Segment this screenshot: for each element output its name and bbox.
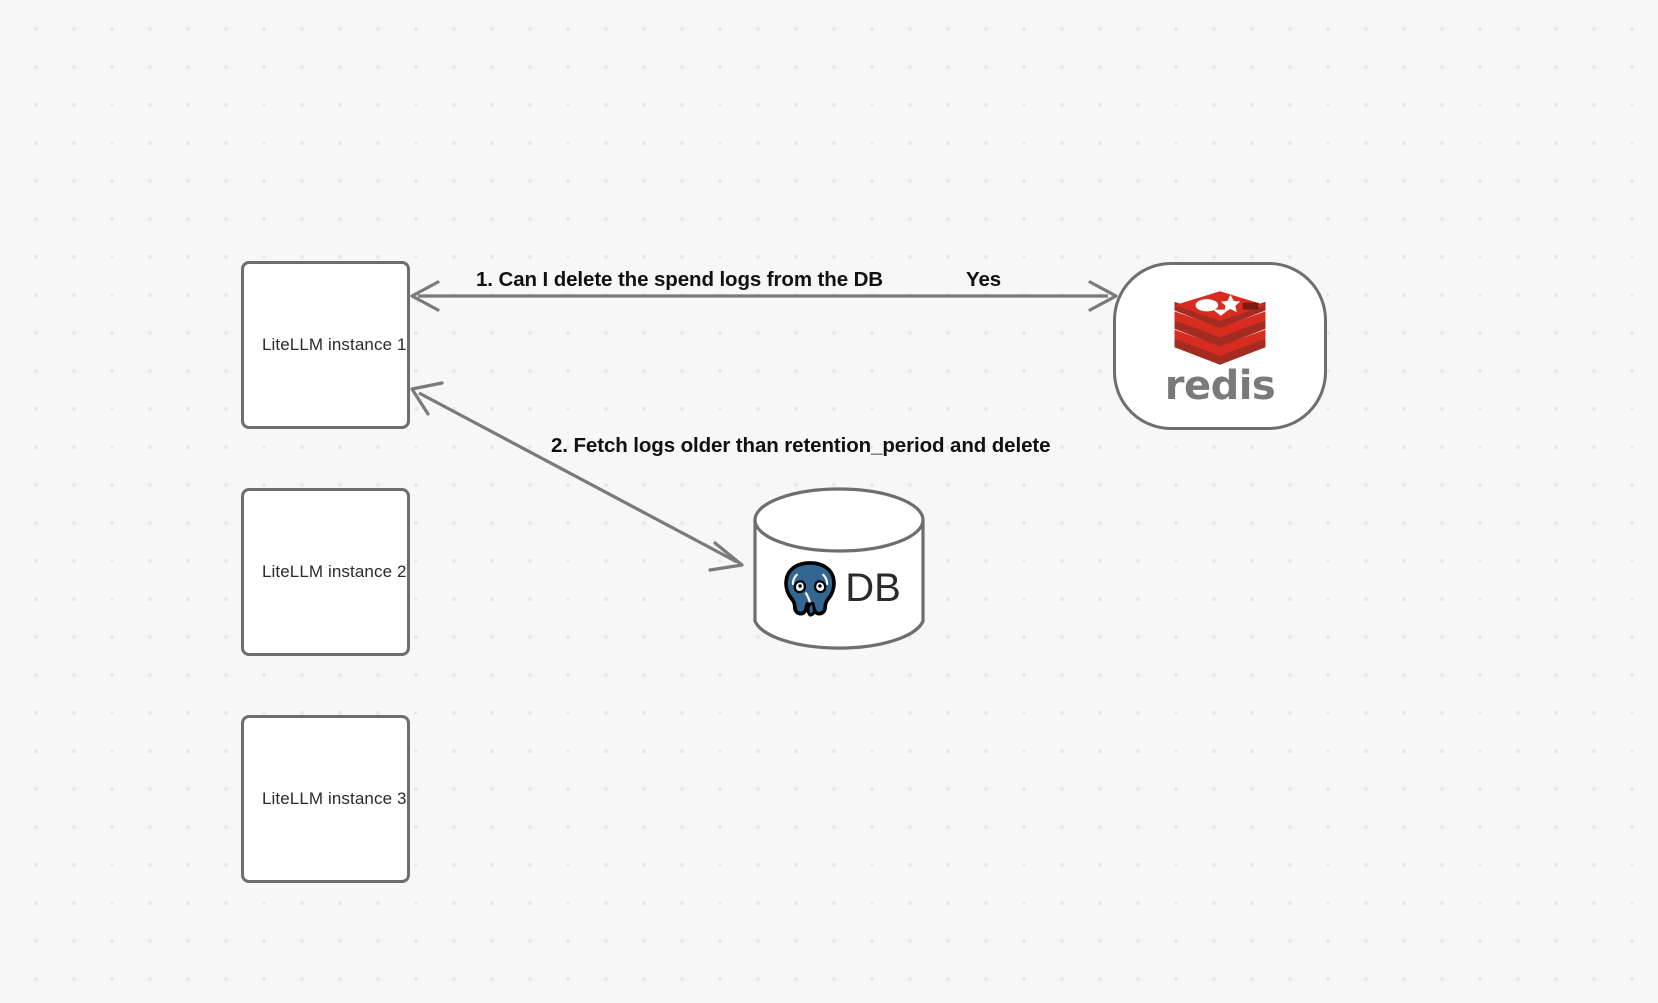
edge-label-2: 2. Fetch logs older than retention_perio… — [551, 434, 1051, 457]
node-label-instance-1: LiteLLM instance 1 — [262, 335, 407, 354]
database-contents: DB — [753, 490, 925, 651]
node-database[interactable]: DB — [753, 490, 925, 651]
redis-logo-icon — [1174, 291, 1266, 365]
node-litellm-instance-3[interactable]: LiteLLM instance 3 — [241, 715, 410, 883]
database-label: DB — [845, 565, 901, 610]
node-label-instance-3: LiteLLM instance 3 — [262, 789, 407, 808]
node-litellm-instance-2[interactable]: LiteLLM instance 2 — [241, 488, 410, 656]
edge-label-1-reply: Yes — [966, 268, 1002, 291]
node-litellm-instance-1[interactable]: LiteLLM instance 1 — [241, 261, 410, 429]
edge-instance1-db — [410, 381, 744, 572]
postgresql-elephant-icon — [784, 560, 836, 617]
edge-label-1: 1. Can I delete the spend logs from the … — [476, 268, 884, 291]
node-redis[interactable]: redis — [1113, 262, 1327, 430]
redis-wordmark: redis — [1164, 363, 1276, 409]
node-label-instance-2: LiteLLM instance 2 — [262, 562, 407, 581]
